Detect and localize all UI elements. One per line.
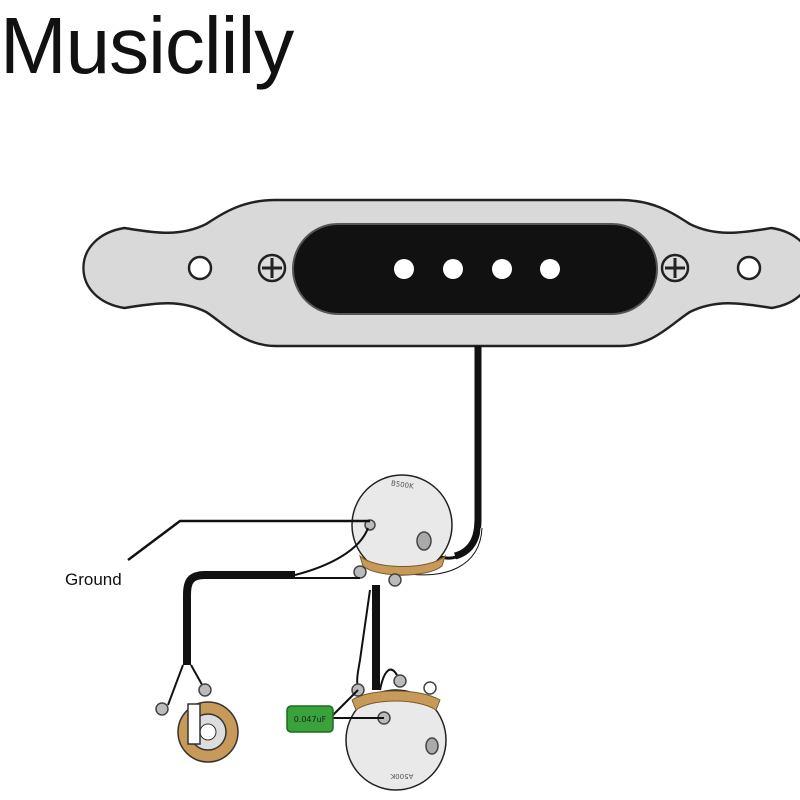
pot-lug [425, 737, 439, 755]
mounting-hole-left [187, 255, 213, 281]
pot-lug [393, 674, 407, 688]
pole-piece [492, 259, 512, 279]
capacitor-label: 0.047uF [294, 715, 327, 724]
jack-lead-left [167, 664, 184, 706]
capacitor: 0.047uF [286, 705, 334, 733]
tone-pot-body [345, 689, 447, 791]
output-jack [155, 664, 239, 763]
jack-sleeve-tab [187, 703, 201, 745]
pot-lug [388, 573, 402, 587]
pickup-cover [292, 223, 658, 315]
volume-pot-label: B500K [390, 479, 414, 490]
jack-cable [183, 571, 295, 665]
jack-lug [155, 702, 169, 716]
jack-lug [198, 683, 212, 697]
pole-piece [394, 259, 414, 279]
jack-cable-inner [294, 527, 369, 576]
volume-pot: B500K [351, 474, 453, 587]
ground-wire [127, 519, 370, 561]
screw-icon [660, 253, 690, 283]
capacitor-body [286, 705, 334, 733]
tone-pot: A500K [345, 674, 447, 791]
tone-wire-a [356, 589, 371, 689]
solder-lug [351, 690, 441, 711]
brand-title: Musiclily [0, 1, 294, 90]
pole-piece [443, 259, 463, 279]
pickup [82, 198, 800, 348]
screw-icon [257, 253, 287, 283]
capacitor-lead [329, 689, 359, 719]
pot-lug [423, 681, 437, 695]
pot-lug [416, 531, 432, 551]
solder-lug [358, 554, 447, 576]
tone-pot-label: A500K [390, 772, 413, 780]
mounting-hole-right [736, 255, 762, 281]
pole-piece [540, 259, 560, 279]
jack-socket-hole [199, 723, 217, 741]
ground-label: Ground [65, 570, 122, 589]
pot-lug [353, 565, 367, 579]
